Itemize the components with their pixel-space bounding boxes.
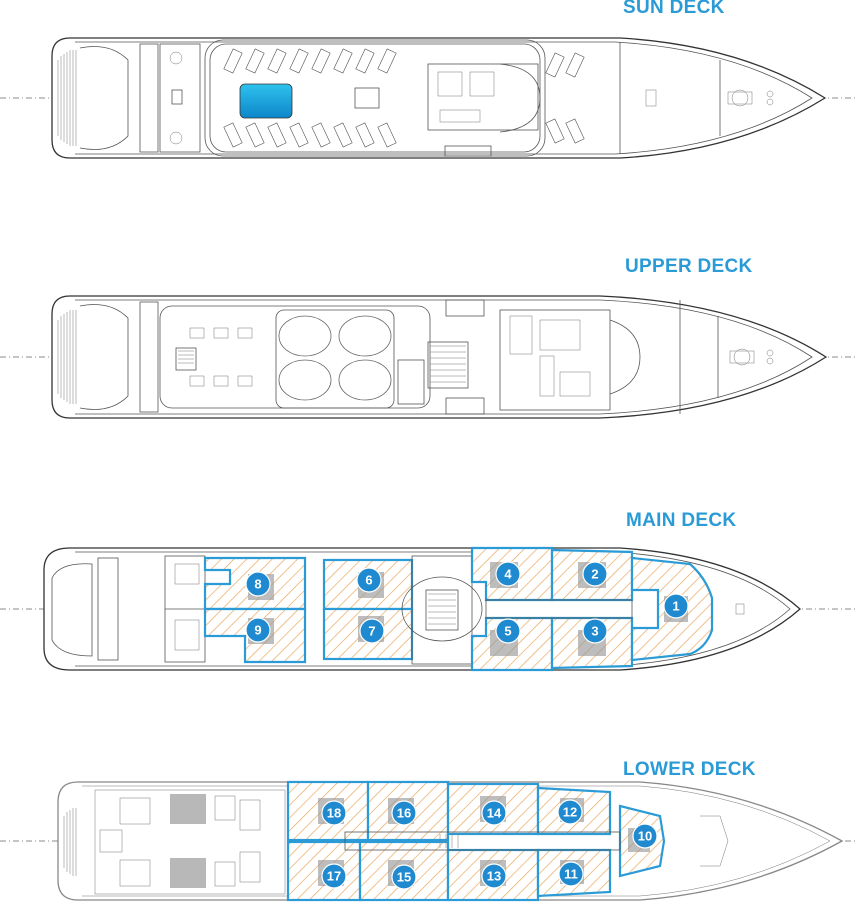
- sun-deck-title: SUN DECK: [623, 0, 725, 18]
- cabin-badge-14: 14: [481, 800, 507, 826]
- sun-deck-plan: [0, 37, 857, 159]
- lower-deck-plan: [0, 780, 857, 902]
- cabin-badge-18: 18: [321, 800, 347, 826]
- cabin-badge-4: 4: [495, 561, 521, 587]
- jacuzzi-pool: [239, 83, 293, 119]
- cabin-number: 3: [591, 624, 598, 639]
- cabin-badge-10: 10: [632, 823, 658, 849]
- cabin-number: 14: [487, 806, 502, 821]
- cabin-badge-9: 9: [245, 617, 271, 643]
- cabin-number: 2: [591, 567, 598, 582]
- cabin-number: 7: [368, 624, 375, 639]
- main-deck-title: MAIN DECK: [626, 510, 737, 531]
- cabin-badge-15: 15: [391, 864, 417, 890]
- cabin-number: 17: [327, 869, 341, 884]
- cabin-number: 5: [504, 624, 511, 639]
- cabin-number: 15: [397, 870, 411, 885]
- cabin-badge-3: 3: [582, 618, 608, 644]
- cabin-number: 1: [672, 599, 679, 614]
- cabin-badge-12: 12: [557, 799, 583, 825]
- cabin-number: 11: [564, 867, 578, 882]
- cabin-badge-11: 11: [558, 861, 584, 887]
- cabin-number: 10: [638, 829, 652, 844]
- cabin-badge-6: 6: [356, 567, 382, 593]
- upper-deck-title: UPPER DECK: [625, 256, 753, 277]
- cabin-badge-1: 1: [663, 593, 689, 619]
- main-deck-plan: [0, 546, 857, 672]
- cabin-badge-16: 16: [391, 800, 417, 826]
- lower-deck-title: LOWER DECK: [623, 759, 756, 780]
- cabin-number: 4: [504, 567, 512, 582]
- cabin-number: 16: [397, 806, 411, 821]
- cabin-badge-7: 7: [359, 618, 385, 644]
- cabin-badge-2: 2: [582, 561, 608, 587]
- upper-deck-plan: [0, 295, 857, 419]
- cabin-badge-5: 5: [495, 618, 521, 644]
- cabin-number: 8: [254, 577, 261, 592]
- cabin-number: 18: [327, 806, 341, 821]
- cabin-number: 6: [365, 573, 372, 588]
- cabin-number: 9: [254, 623, 261, 638]
- cabin-badge-17: 17: [321, 863, 347, 889]
- cabin-number: 12: [563, 805, 577, 820]
- cabin-badge-8: 8: [245, 571, 271, 597]
- cabin-number: 13: [487, 869, 501, 884]
- cabin-badge-13: 13: [481, 863, 507, 889]
